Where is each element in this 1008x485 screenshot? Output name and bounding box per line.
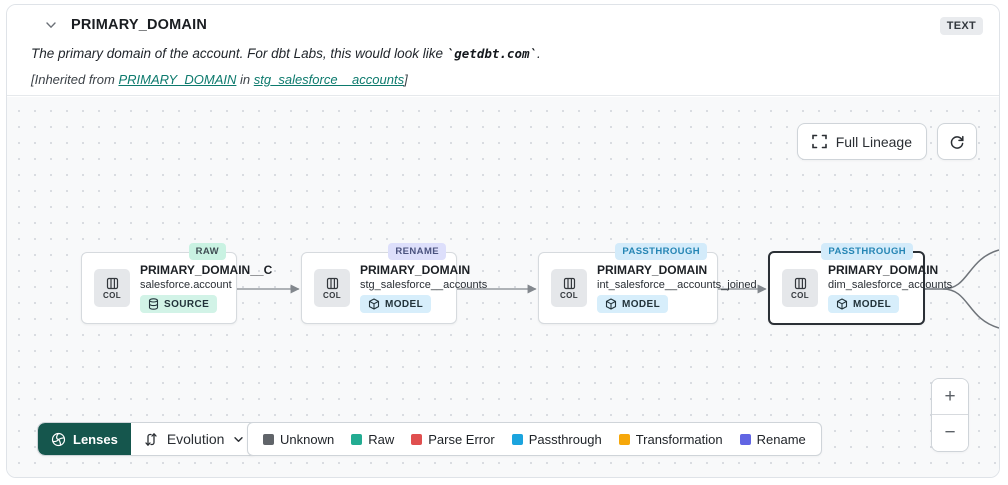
- lineage-node-source[interactable]: RAW COL PRIMARY_DOMAIN__C salesforce.acc…: [81, 243, 273, 324]
- full-lineage-label: Full Lineage: [835, 133, 912, 150]
- zoom-out-button[interactable]: −: [932, 415, 968, 451]
- columns-icon: [563, 277, 576, 290]
- node-title: PRIMARY_DOMAIN: [360, 263, 471, 277]
- legend-label: Transformation: [635, 431, 723, 447]
- node-subtitle: salesforce.account: [140, 279, 232, 291]
- full-lineage-icon: [811, 134, 827, 149]
- col-chip-label: COL: [322, 290, 342, 300]
- database-icon: [148, 298, 159, 310]
- refresh-icon: [949, 134, 965, 150]
- legend-item: Raw: [351, 432, 394, 447]
- evolution-badge: RENAME: [388, 243, 446, 260]
- model-cube-icon: [368, 298, 380, 310]
- node-subtitle: stg_salesforce__accounts: [360, 279, 488, 291]
- legend-swatch: [739, 433, 751, 445]
- evolution-badge: RAW: [188, 243, 226, 260]
- legend-swatch: [511, 433, 523, 445]
- lineage-canvas[interactable]: Full Lineage RAW COL PRIMARY_DOMAIN__C s…: [7, 97, 999, 477]
- resource-kind-label: MODEL: [622, 298, 661, 310]
- evolution-label: Evolution: [166, 431, 225, 447]
- column-chip: COL: [314, 269, 350, 307]
- description-code: `getdbt.com`: [446, 46, 538, 61]
- node-subtitle: int_salesforce__accounts_joined: [597, 279, 757, 291]
- column-header: PRIMARY_DOMAIN TEXT The primary domain o…: [7, 5, 999, 96]
- description-text: The primary domain of the account. For d…: [31, 46, 447, 61]
- column-chip: COL: [94, 269, 130, 307]
- lineage-node-int[interactable]: PASSTHROUGH COL PRIMARY_DOMAIN int_sales…: [538, 243, 757, 324]
- legend-label: Unknown: [280, 431, 335, 447]
- evolution-icon: [144, 432, 158, 447]
- legend-swatch: [618, 433, 630, 445]
- legend-item: Passthrough: [511, 431, 602, 447]
- description-period: .: [537, 46, 541, 61]
- lenses-label: Lenses: [73, 431, 118, 447]
- legend-label: Passthrough: [528, 431, 602, 447]
- columns-icon: [794, 277, 807, 290]
- node-title: PRIMARY_DOMAIN: [828, 263, 939, 277]
- legend-item: Unknown: [263, 432, 334, 447]
- resource-kind-badge: SOURCE: [140, 295, 218, 313]
- column-title: PRIMARY_DOMAIN: [71, 17, 207, 33]
- resource-kind-badge: MODEL: [360, 295, 432, 313]
- evolution-badge: PASSTHROUGH: [821, 243, 913, 260]
- column-lineage-panel: PRIMARY_DOMAIN TEXT The primary domain o…: [6, 4, 1000, 478]
- columns-icon: [326, 277, 339, 290]
- evolution-badge: PASSTHROUGH: [615, 243, 707, 260]
- lineage-node-dim-selected[interactable]: PASSTHROUGH COL PRIMARY_DOMAIN dim_sales…: [768, 243, 953, 325]
- legend-item: Transformation: [618, 431, 723, 447]
- evolution-dropdown[interactable]: Evolution: [130, 423, 258, 455]
- refresh-button[interactable]: [937, 123, 977, 160]
- chevron-down-icon: [233, 434, 244, 445]
- legend-label: Raw: [368, 431, 395, 447]
- legend-label: Rename: [756, 431, 806, 447]
- resource-kind-label: SOURCE: [164, 298, 210, 310]
- legend-swatch: [411, 433, 423, 445]
- node-subtitle: dim_salesforce_accounts: [828, 279, 953, 291]
- column-description: The primary domain of the account. For d…: [31, 46, 541, 61]
- column-chip: COL: [551, 269, 587, 307]
- node-title: PRIMARY_DOMAIN__C: [140, 263, 273, 277]
- evolution-legend: Unknown Raw Parse Error Passthrough Tran…: [247, 422, 822, 456]
- inherited-prefix: [Inherited from: [31, 72, 119, 87]
- legend-item: Parse Error: [411, 431, 495, 447]
- col-chip-label: COL: [790, 290, 810, 300]
- node-title: PRIMARY_DOMAIN: [597, 263, 708, 277]
- legend-swatch: [263, 433, 274, 445]
- resource-kind-label: MODEL: [385, 298, 424, 310]
- collapse-chevron-icon[interactable]: [45, 19, 57, 31]
- inherited-note: [Inherited from PRIMARY_DOMAIN in stg_sa…: [31, 72, 408, 87]
- lenses-button[interactable]: Lenses: [38, 423, 131, 455]
- inherited-model-link[interactable]: stg_salesforce__accounts: [253, 72, 405, 87]
- resource-kind-badge: MODEL: [597, 295, 669, 313]
- columns-icon: [106, 277, 119, 290]
- inherited-suffix: ]: [404, 72, 408, 87]
- legend-label: Parse Error: [428, 431, 495, 447]
- inherited-column-link[interactable]: PRIMARY_DOMAIN: [118, 72, 237, 87]
- zoom-controls: + −: [931, 378, 969, 452]
- lenses-control: Lenses Evolution: [37, 422, 259, 456]
- inherited-mid: in: [236, 72, 254, 87]
- resource-kind-label: MODEL: [853, 298, 892, 310]
- lineage-node-stg[interactable]: RENAME COL PRIMARY_DOMAIN stg_salesforce…: [301, 243, 488, 324]
- legend-item: Rename: [739, 431, 806, 447]
- model-cube-icon: [605, 298, 617, 310]
- full-lineage-button[interactable]: Full Lineage: [796, 123, 927, 160]
- model-cube-icon: [836, 298, 848, 310]
- resource-kind-badge: MODEL: [828, 295, 900, 313]
- column-type-badge: TEXT: [939, 17, 983, 35]
- zoom-in-button[interactable]: +: [932, 379, 968, 415]
- legend-swatch: [351, 433, 363, 445]
- column-chip: COL: [782, 269, 818, 307]
- lens-aperture-icon: [51, 432, 66, 447]
- col-chip-label: COL: [102, 290, 122, 300]
- col-chip-label: COL: [559, 290, 579, 300]
